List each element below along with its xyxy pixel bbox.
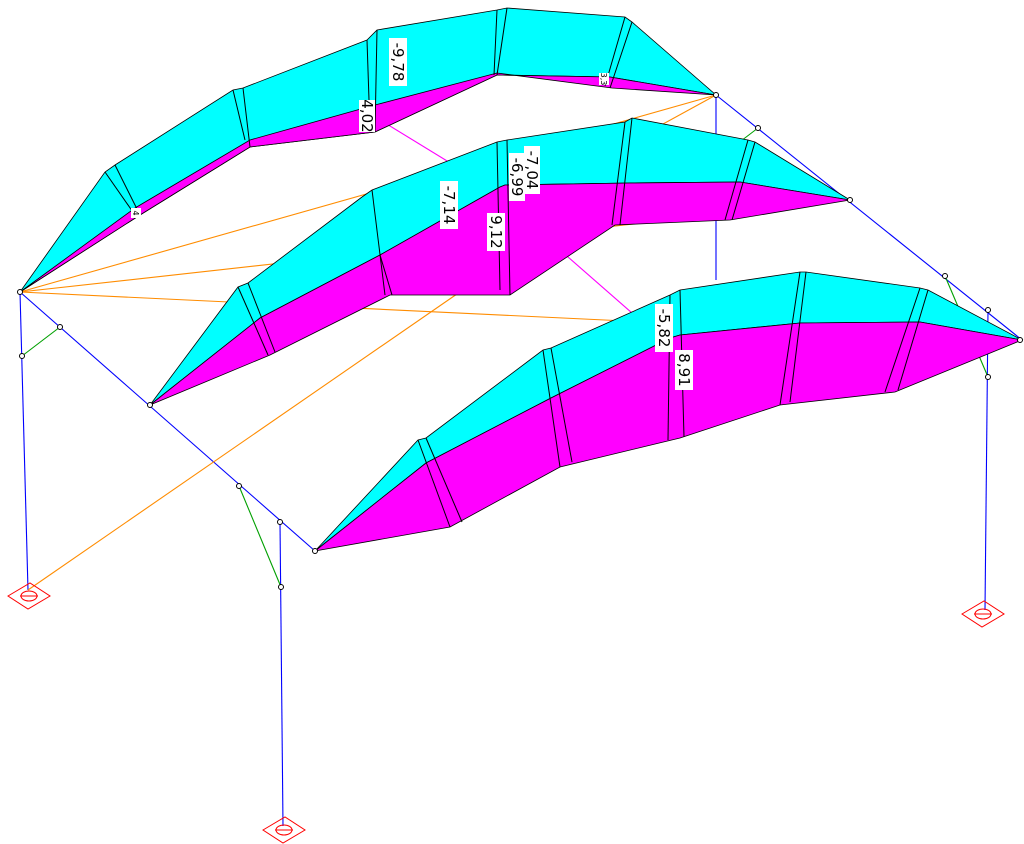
knee-brace-1 bbox=[21, 326, 61, 357]
moment-value: -5,82 bbox=[655, 309, 673, 348]
moment-value: 9,12 bbox=[487, 215, 505, 248]
support-left-back bbox=[7, 582, 51, 610]
moment-value: 8,91 bbox=[675, 353, 693, 386]
support-left-front bbox=[262, 816, 306, 844]
moment-label-front-negative: -5,82 bbox=[655, 304, 673, 352]
node bbox=[17, 289, 23, 295]
eave-right bbox=[715, 94, 1023, 341]
column-left-front bbox=[279, 521, 284, 827]
eaves-beams bbox=[19, 94, 1023, 552]
node bbox=[277, 519, 283, 525]
moment-value: -7,14 bbox=[440, 186, 458, 225]
moment-label-middle-negative-2: -6,99 bbox=[508, 153, 526, 201]
moment-label-middle-negative-3: -7,04 bbox=[523, 146, 541, 194]
moment-label-back-negative: -9,78 bbox=[389, 38, 407, 86]
node bbox=[847, 197, 853, 203]
node bbox=[278, 584, 284, 590]
supports bbox=[7, 582, 1005, 844]
moment-value: 4,02 bbox=[358, 99, 376, 132]
node bbox=[312, 548, 318, 554]
moment-label-middle-negative: -7,14 bbox=[440, 181, 458, 229]
column-left-back bbox=[19, 291, 29, 591]
node bbox=[57, 324, 63, 330]
moment-value: -6,99 bbox=[508, 158, 526, 197]
node bbox=[755, 125, 761, 131]
moment-value: 3,3 bbox=[599, 73, 608, 86]
nodes bbox=[17, 92, 1023, 590]
column-right bbox=[984, 309, 989, 611]
moment-value: -7,04 bbox=[523, 151, 541, 190]
moment-label-back-tiny: 3,3 bbox=[599, 73, 609, 86]
node bbox=[985, 374, 991, 380]
node bbox=[236, 483, 242, 489]
node bbox=[1017, 337, 1023, 343]
moment-value: 4 bbox=[131, 210, 140, 215]
back-section-dividers bbox=[104, 7, 633, 216]
node bbox=[942, 273, 948, 279]
moment-label-back-small: 4 bbox=[131, 208, 141, 218]
ridge-tie-2 bbox=[559, 249, 641, 321]
moment-label-front-positive: 8,91 bbox=[675, 350, 693, 390]
moment-value: -9,78 bbox=[389, 43, 407, 82]
support-right bbox=[961, 600, 1005, 628]
moment-label-back-positive: 4,02 bbox=[358, 99, 376, 132]
node bbox=[985, 307, 991, 313]
node bbox=[19, 353, 25, 359]
node bbox=[147, 402, 153, 408]
brace-5 bbox=[27, 284, 471, 591]
columns bbox=[19, 95, 989, 827]
node bbox=[713, 92, 719, 98]
moment-label-middle-positive: 9,12 bbox=[487, 213, 505, 251]
knee-brace-2 bbox=[238, 485, 282, 588]
eave-left bbox=[19, 291, 316, 552]
middle-positive-moment-area bbox=[149, 181, 851, 406]
